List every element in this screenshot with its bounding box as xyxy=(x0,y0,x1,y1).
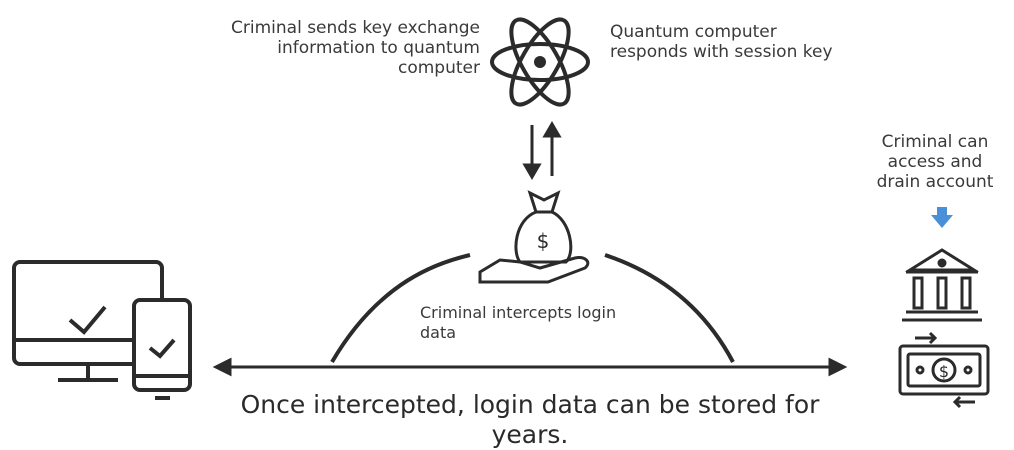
atom-icon xyxy=(490,17,590,107)
down-arrow-icon xyxy=(522,125,542,180)
blue-down-arrow-icon xyxy=(931,207,953,228)
money-bag-hand-icon: $ xyxy=(478,190,590,284)
svg-text:$: $ xyxy=(939,362,949,381)
devices-check-icon xyxy=(12,260,192,400)
criminal-sends-label: Criminal sends key exchange information … xyxy=(231,18,480,78)
bank-icon xyxy=(902,248,982,322)
caption: Once intercepted, login data can be stor… xyxy=(240,390,820,449)
criminal-access-label: Criminal can access and drain account xyxy=(876,132,994,192)
intercepts-label: Criminal intercepts login data xyxy=(420,303,617,342)
interception-arc xyxy=(330,253,735,364)
quantum-responds-label: Quantum computer responds with session k… xyxy=(610,22,833,62)
timeline-double-arrow xyxy=(212,357,848,377)
banknote-icon: $ xyxy=(898,331,990,409)
svg-text:$: $ xyxy=(537,229,550,253)
up-arrow-icon xyxy=(542,121,562,176)
